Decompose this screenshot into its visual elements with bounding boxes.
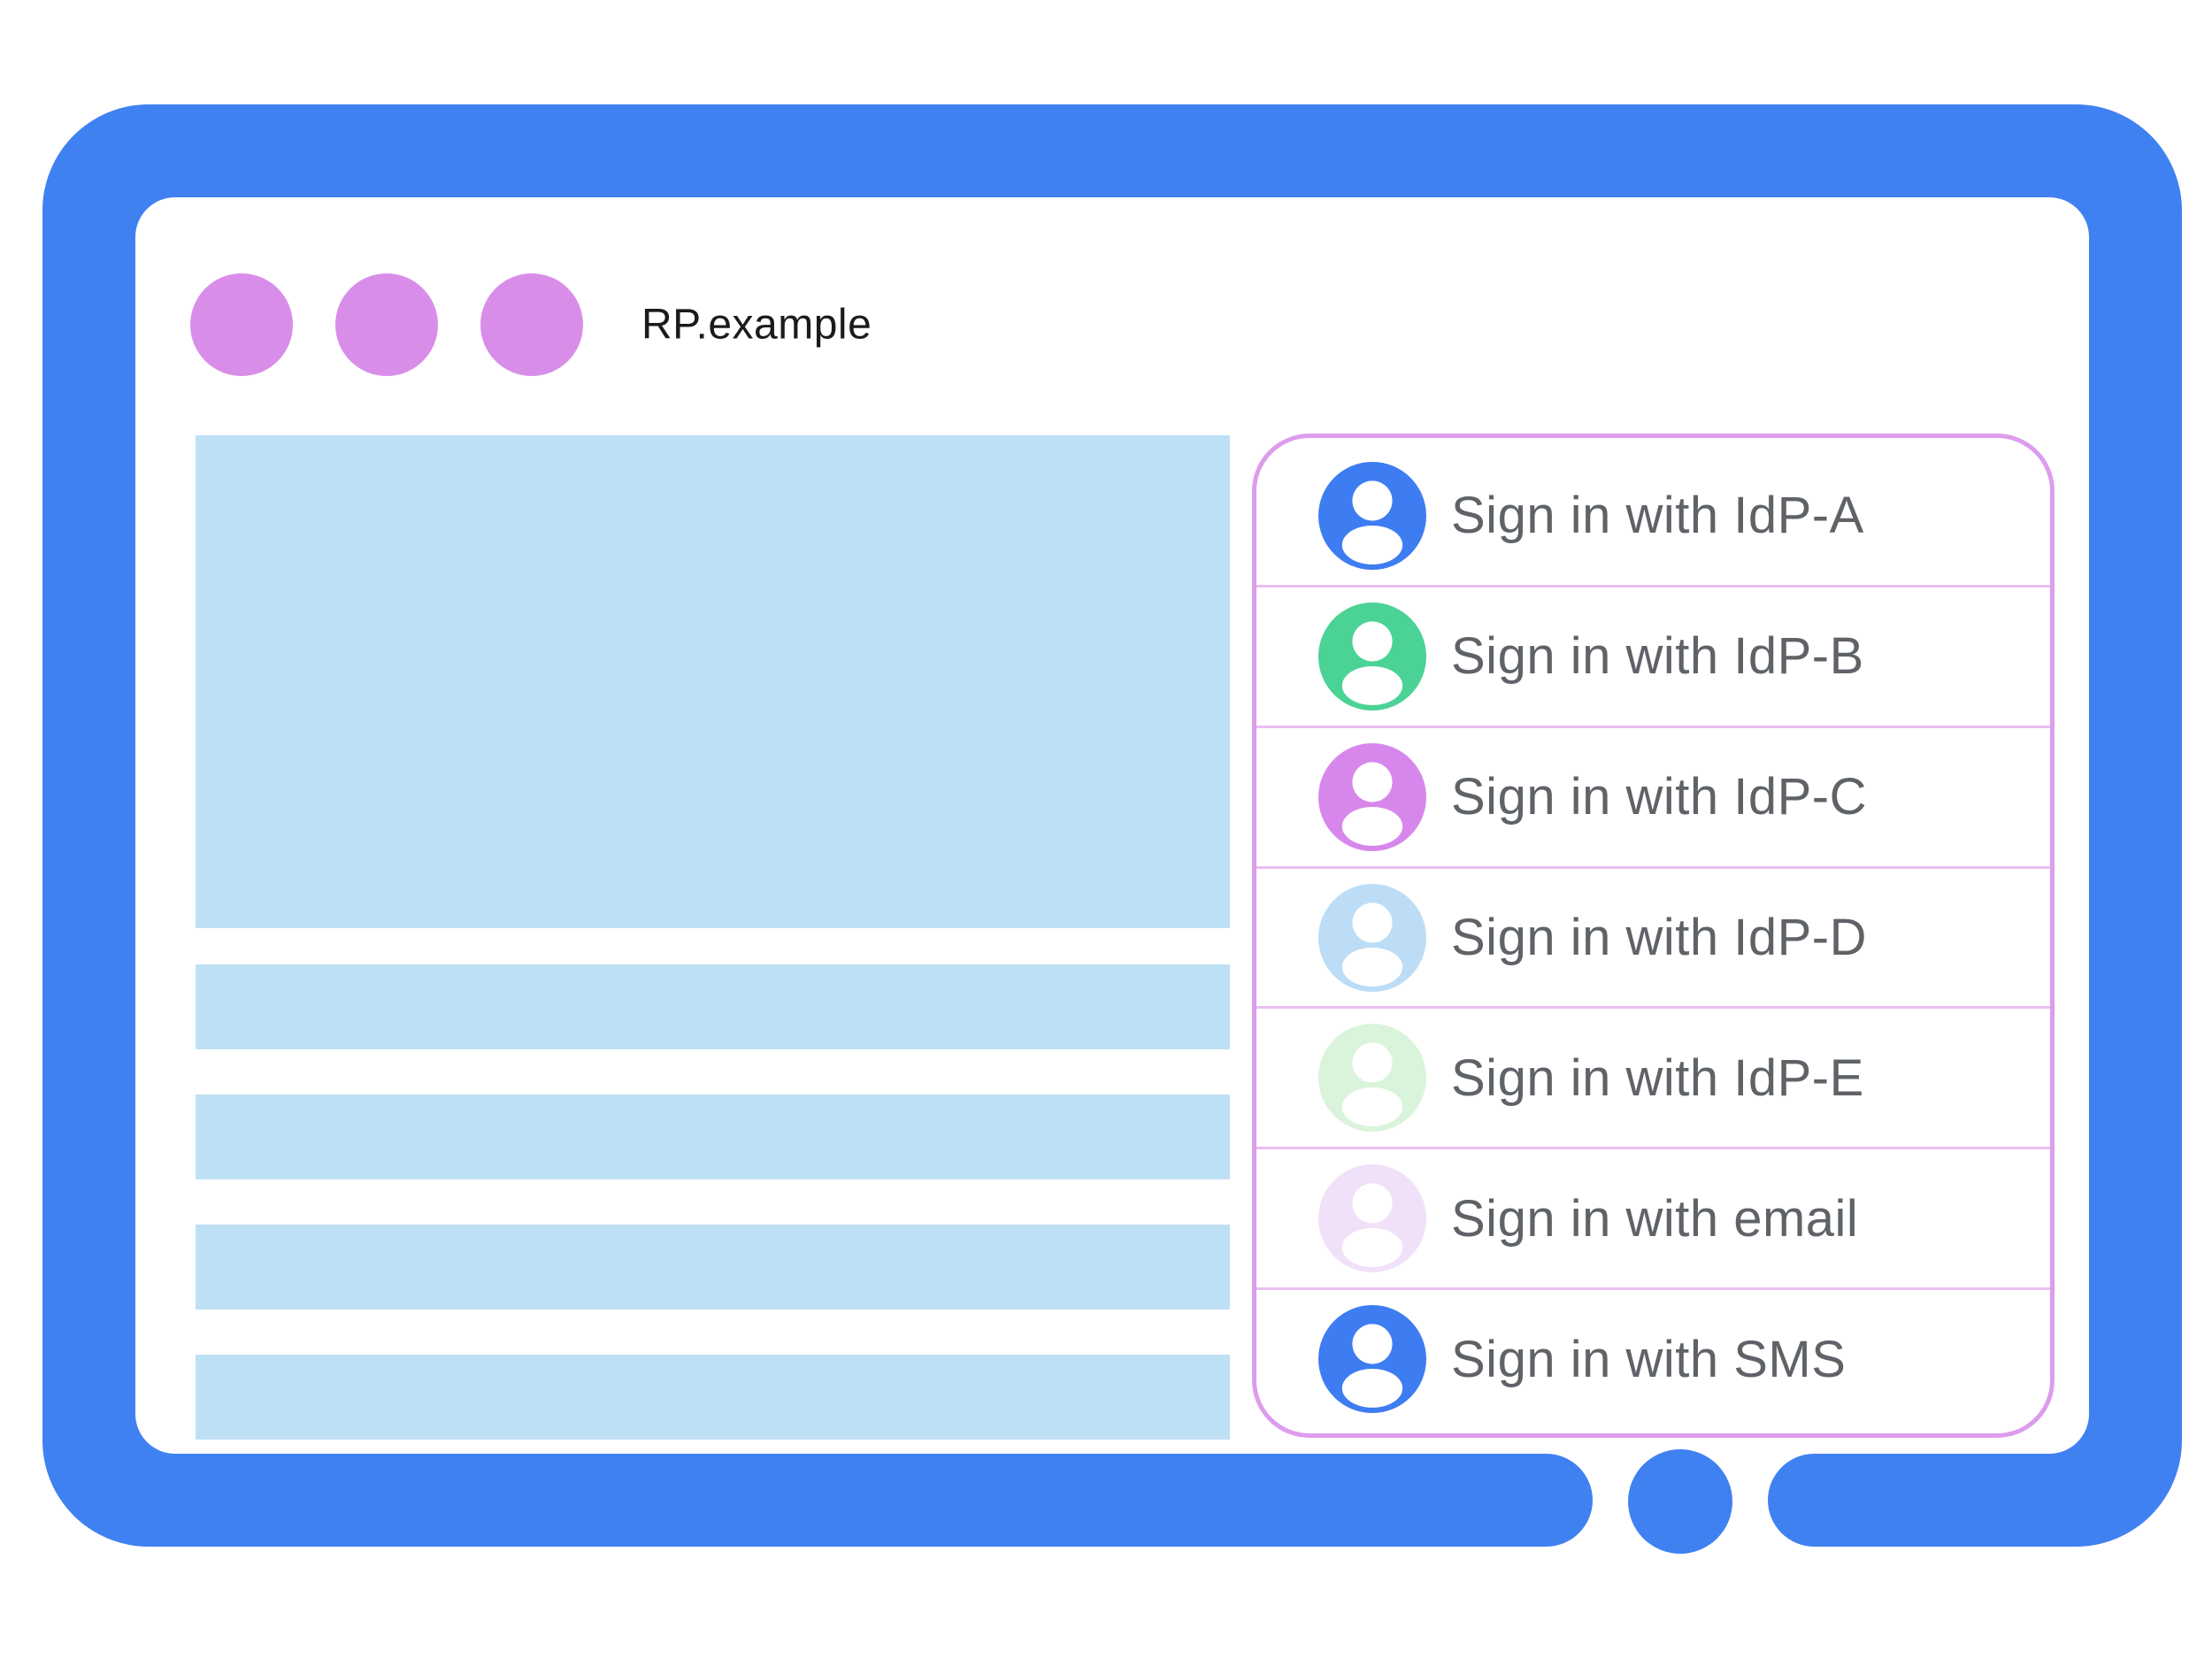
signin-option-label: Sign in with email (1451, 1189, 1859, 1248)
frame-bottom-bar-left-cap (1460, 1454, 1593, 1547)
signin-option-row[interactable]: Sign in with email (1256, 1149, 2050, 1291)
signin-option-row[interactable]: Sign in with IdP-B (1256, 588, 2050, 728)
content-placeholder-hero (196, 435, 1230, 928)
signin-account-chooser-panel: Sign in with IdP-A Sign in with IdP-B Si… (1252, 434, 2055, 1438)
signin-option-row[interactable]: Sign in with SMS (1256, 1290, 2050, 1428)
signin-option-label: Sign in with IdP-A (1451, 487, 1864, 545)
person-avatar-icon (1318, 1305, 1426, 1414)
content-placeholder-bar (196, 1094, 1230, 1179)
signin-option-row[interactable]: Sign in with IdP-A (1256, 447, 2050, 588)
window-control-dot-icon (480, 273, 583, 376)
signin-option-label: Sign in with IdP-E (1451, 1048, 1864, 1107)
window-control-dot-icon (190, 273, 293, 376)
person-avatar-icon (1318, 602, 1426, 710)
person-avatar-icon (1318, 461, 1426, 570)
signin-option-label: Sign in with IdP-C (1451, 768, 1867, 826)
signin-option-label: Sign in with SMS (1451, 1330, 1847, 1388)
home-button-circle (1628, 1449, 1732, 1554)
person-avatar-icon (1318, 1164, 1426, 1273)
frame-bottom-bar-right-cap (1768, 1454, 1901, 1547)
person-avatar-icon (1318, 1024, 1426, 1133)
signin-option-row[interactable]: Sign in with IdP-D (1256, 869, 2050, 1010)
signin-option-row[interactable]: Sign in with IdP-E (1256, 1009, 2050, 1150)
content-placeholder-bar (196, 1225, 1230, 1310)
person-avatar-icon (1318, 742, 1426, 851)
content-placeholder-bar (196, 1355, 1230, 1440)
person-avatar-icon (1318, 883, 1426, 992)
page-title: RP.example (641, 301, 872, 349)
signin-option-label: Sign in with IdP-D (1451, 909, 1867, 966)
signin-option-row[interactable]: Sign in with IdP-C (1256, 728, 2050, 869)
content-placeholder-bar (196, 964, 1230, 1049)
signin-option-label: Sign in with IdP-B (1451, 627, 1864, 686)
window-control-dot-icon (335, 273, 438, 376)
